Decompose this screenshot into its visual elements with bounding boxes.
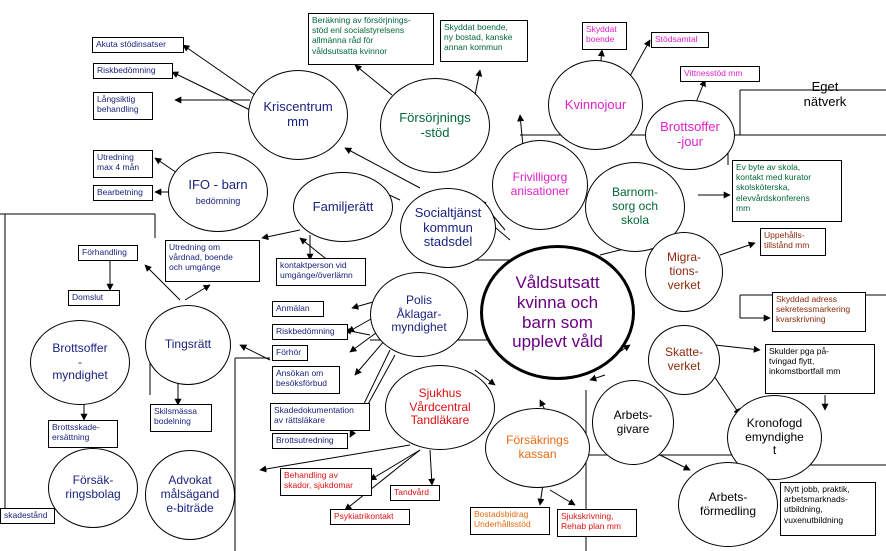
ifo-barn-subtitle: bedömning (195, 195, 241, 206)
box-bostadsbidrag: Bostadsbidrag Underhållsstöd (470, 507, 550, 535)
box-behandling-skador: Behandling av skador, sjukdomar (280, 468, 372, 496)
box-skadedokumentation: Skadedokumentation av rättsläkare (270, 403, 370, 431)
box-psykiatrikontakt: Psykiatrikontakt (330, 509, 410, 525)
box-utredning-4man: Utredning max 4 mån (93, 150, 153, 178)
box-nytt-jobb: Nytt jobb, praktik, arbetsmarknads- utbi… (780, 482, 876, 536)
box-vittnesstod: Vittnesstöd mm (680, 66, 760, 82)
node-frivilligorganisationer: Frivilligorg anisationer (492, 140, 588, 230)
node-eget-natverk: Eget nätverk (803, 79, 847, 109)
node-arbetsgivare: Arbets- givare (592, 380, 674, 465)
box-tandvard: Tandvård (390, 485, 440, 501)
box-forhor: Förhör (272, 345, 308, 361)
node-brottsofferjour: Brottsoffer -jour (645, 100, 735, 170)
node-sjukhus: Sjukhus Vårdcentral Tandläkare (385, 365, 495, 450)
node-skatteverket: Skatte- verket (648, 325, 720, 395)
box-domslut: Domslut (68, 290, 120, 306)
node-kriscentrum: Kriscentrum mm (248, 70, 348, 160)
node-familjeratt: Familjerätt (293, 172, 393, 242)
box-skilsmassa: Skilsmässa bodelning (150, 404, 212, 432)
node-polis: Polis Åklagar- myndighet (370, 272, 468, 357)
box-brottsskadeersattning: Brottsskade- ersättning (48, 420, 118, 448)
node-arbetsformedling: Arbets- förmedling (678, 462, 778, 547)
box-ansokan-besoksforbud: Ansökan om besöksförbud (272, 366, 340, 394)
box-skadestand: skadestånd (0, 508, 55, 524)
node-socialtjanst: Socialtjänst kommun stadsdel (400, 188, 496, 268)
box-kontaktperson: kontaktperson vid umgänge/överlämn (276, 258, 366, 286)
node-kvinnojour: Kvinnojour (548, 60, 643, 150)
box-stodsamtal: Stödsamtal (651, 32, 709, 48)
box-riskbedomning-polis: Riskbedömning (272, 324, 348, 340)
center-node-victim: Våldsutsatt kvinna och barn som upplevt … (480, 245, 635, 380)
box-skolbyte: Ev byte av skola, kontakt med kurator sk… (732, 160, 842, 222)
node-ifo-barn: IFO - barn bedömning (168, 152, 268, 232)
node-brottsoffermyndighet: Brottsoffer - myndighet (30, 320, 130, 405)
box-brottsutredning: Brottsutredning (272, 433, 348, 449)
box-skyddat-boende-kommun: Skyddat boende, ny bostad, kanske annan … (440, 20, 528, 62)
box-forhandling: Förhandling (78, 245, 138, 261)
box-bearbetning: Bearbetning (93, 185, 153, 201)
ifo-barn-title: IFO - barn (188, 176, 248, 192)
box-sjukskrivning: Sjukskrivning, Rehab plan mm (557, 509, 637, 537)
box-riskbedomning-kris: Riskbedömning (93, 63, 173, 79)
box-skulder: Skulder pga på- tvingad flytt, inkomstbo… (765, 344, 875, 394)
box-utredning-vardnad: Utredning om vårdnad, boende och umgänge (165, 240, 260, 282)
box-akuta-stodinsatser: Akuta stödinsatser (92, 37, 184, 53)
box-langsiktig-behandling: Långsiktig behandling (93, 92, 153, 120)
node-migrationsverket: Migra- tions- verket (645, 232, 723, 312)
node-tingsratt: Tingsrätt (145, 305, 231, 385)
box-skyddat-boende-jour: Skyddat boende (582, 22, 627, 50)
node-forsakringskassan: Försäkrings kassan (485, 408, 590, 488)
box-skyddad-adress: Skyddad adress sekretessmarkering kvarsk… (772, 292, 866, 332)
node-advokat: Advokat målsägand e-biträde (145, 450, 235, 540)
node-forsorjningsstod: Försörjnings -stöd (380, 78, 490, 173)
box-uppehallstillstand: Uppehålls- tillstånd mm (760, 228, 826, 256)
box-anmalan: Anmälan (272, 301, 324, 317)
box-berakning: Beräkning av försörjnings- stöd enl soci… (308, 13, 434, 65)
node-forsakringsbolag: Försäk- ringsbolag (48, 448, 138, 528)
